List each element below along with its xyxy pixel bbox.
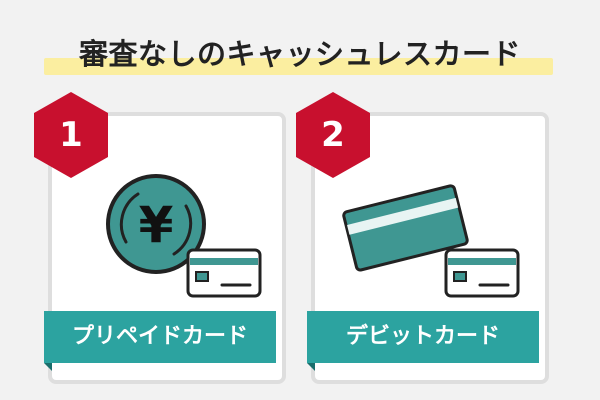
- number-badge-2: 2: [294, 90, 372, 180]
- credit-card-icon: [186, 248, 262, 298]
- yen-coin-icon: ¥: [104, 172, 214, 282]
- number-badge-1: 1: [32, 90, 110, 180]
- yen-symbol: ¥: [139, 196, 174, 254]
- ribbon-fold: [307, 363, 315, 371]
- tilted-credit-card-icon: [340, 176, 470, 276]
- hexagon-badge-icon: [296, 92, 370, 178]
- badge-number: 2: [321, 115, 345, 155]
- title-area: 審査なしのキャッシュレスカード: [0, 34, 600, 80]
- credit-card-icon: [444, 248, 520, 298]
- page-title: 審査なしのキャッシュレスカード: [79, 37, 521, 71]
- title-highlight: [44, 58, 553, 75]
- hexagon-badge-icon: [34, 92, 108, 178]
- badge-number: 1: [59, 115, 83, 155]
- card-label-debit: デビットカード: [307, 311, 539, 363]
- card-label-prepaid: プリペイドカード: [44, 311, 276, 363]
- ribbon-fold: [44, 363, 52, 371]
